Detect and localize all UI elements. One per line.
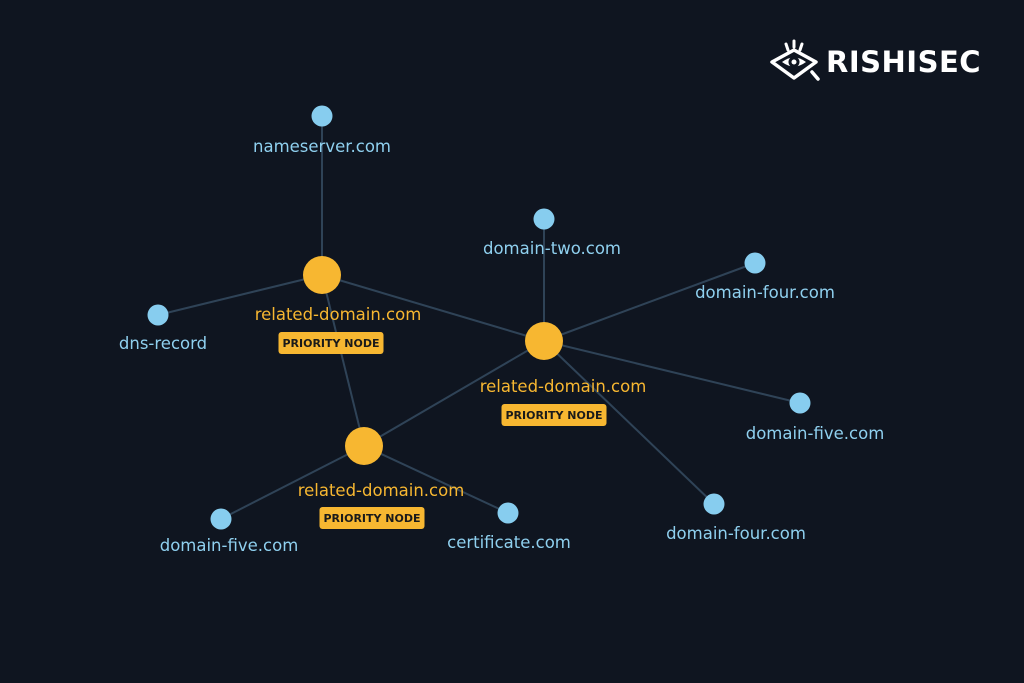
edge-rel_a-rel_b [321, 274, 545, 342]
edge-dns-rel_a [157, 274, 323, 316]
priority-badge-label: PRIORITY NODE [282, 337, 379, 350]
edge-rel_b-domain_five_a [543, 340, 801, 404]
node-label: domain-four.com [666, 524, 806, 543]
node-circle[interactable] [147, 304, 169, 326]
node-label: nameserver.com [253, 137, 391, 156]
node-circle[interactable] [497, 502, 519, 524]
priority-node-circle[interactable] [303, 256, 341, 294]
node-circle[interactable] [311, 105, 333, 127]
nodes-layer: nameserver.comrelated-domain.comPRIORITY… [119, 105, 885, 556]
eye-shield-icon [770, 39, 820, 81]
node-label: related-domain.com [480, 377, 647, 396]
priority-node-circle[interactable] [525, 322, 563, 360]
edge-rel_b-domain_four_a [543, 262, 756, 342]
graph-node-nameserver[interactable]: nameserver.com [253, 105, 391, 157]
graph-node-domain_four_a[interactable]: domain-four.com [695, 252, 835, 303]
graph-node-domain_two[interactable]: domain-two.com [483, 208, 621, 259]
node-label: domain-four.com [695, 283, 835, 302]
edges-layer [157, 116, 801, 520]
node-label: dns-record [119, 334, 207, 353]
node-label: domain-five.com [746, 424, 885, 443]
node-circle[interactable] [533, 208, 555, 230]
edge-rel_c-domain_five_b [220, 445, 365, 520]
graph-node-domain_five_b[interactable]: domain-five.com [160, 508, 299, 556]
node-label: related-domain.com [255, 305, 422, 324]
graph-node-dns[interactable]: dns-record [119, 304, 207, 354]
node-circle[interactable] [210, 508, 232, 530]
priority-badge-label: PRIORITY NODE [323, 512, 420, 525]
node-circle[interactable] [744, 252, 766, 274]
node-circle[interactable] [789, 392, 811, 414]
edge-rel_b-domain_four_b [543, 340, 715, 505]
node-label: related-domain.com [298, 481, 465, 500]
graph-node-certificate[interactable]: certificate.com [447, 502, 571, 553]
graph-node-domain_four_b[interactable]: domain-four.com [666, 493, 806, 544]
priority-badge [319, 507, 425, 529]
node-label: domain-two.com [483, 239, 621, 258]
priority-node-circle[interactable] [345, 427, 383, 465]
brand-name: RISHISEC [826, 45, 982, 79]
priority-badge [501, 404, 607, 426]
node-circle[interactable] [703, 493, 725, 515]
edge-rel_c-certificate [363, 445, 509, 514]
brand: RISHISEC [768, 38, 981, 86]
edge-rel_b-rel_c [363, 340, 545, 447]
edge-rel_a-rel_c [321, 274, 365, 447]
graph-node-domain_five_a[interactable]: domain-five.com [746, 392, 885, 444]
node-label: certificate.com [447, 533, 571, 552]
priority-badge [278, 332, 384, 354]
priority-badge-label: PRIORITY NODE [505, 409, 602, 422]
node-label: domain-five.com [160, 536, 299, 555]
